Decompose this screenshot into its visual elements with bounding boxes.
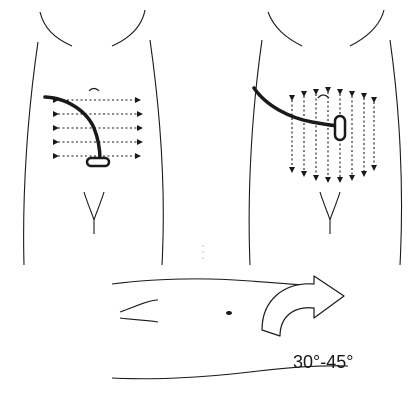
vertical-scan-arrows (292, 92, 374, 182)
right-transducer-icon (335, 116, 345, 140)
left-torso-outline (24, 10, 164, 265)
left-navel-mark (89, 89, 99, 92)
right-probe-cable (254, 88, 340, 126)
lateral-navel-mark (226, 311, 232, 315)
left-transducer-icon (87, 158, 109, 166)
separator-dots (202, 245, 204, 259)
rotation-arrow-icon (262, 276, 344, 336)
rotation-angle-label: 30°-45° (293, 353, 353, 371)
left-torso-panel (24, 10, 164, 265)
right-navel-mark (318, 95, 329, 98)
right-torso-outline (249, 10, 401, 265)
right-torso-panel (249, 10, 401, 265)
